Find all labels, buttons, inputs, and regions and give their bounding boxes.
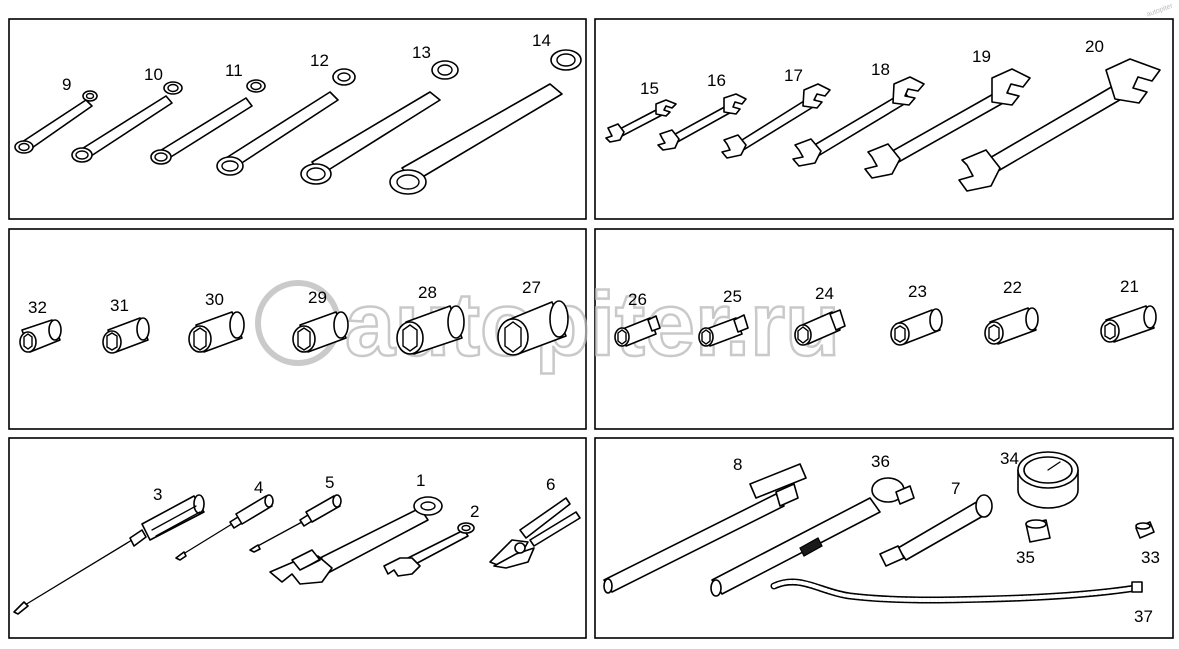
callout-32: 32 — [28, 298, 47, 317]
callout-11: 11 — [225, 61, 243, 80]
ring-wrench-11 — [150, 79, 266, 165]
callout-16: 16 — [707, 71, 726, 90]
socket-22 — [984, 307, 1039, 345]
callout-30: 30 — [205, 290, 224, 309]
callout-34: 34 — [1000, 449, 1019, 468]
open-wrench-17 — [721, 83, 831, 159]
adjustable-wrench-1 — [269, 496, 443, 585]
watermark-corner-text: autopiter — [1146, 2, 1175, 18]
ring-wrench-13 — [300, 60, 459, 185]
screwdriver-4 — [175, 494, 274, 561]
callout-19: 19 — [972, 47, 991, 66]
callout-9: 9 — [62, 75, 71, 94]
callout-8: 8 — [733, 455, 742, 474]
callout-33: 33 — [1141, 548, 1160, 567]
ring-wrench-12 — [216, 68, 356, 176]
callout-20: 20 — [1085, 37, 1104, 56]
callout-36: 36 — [871, 452, 890, 471]
screwdriver-5 — [249, 494, 342, 553]
t-handle-8 — [603, 463, 807, 594]
open-wrench-20 — [958, 58, 1161, 192]
socket-25 — [698, 314, 749, 347]
adapter-35 — [1025, 519, 1051, 543]
socket-21 — [1100, 305, 1157, 343]
hose-37 — [770, 578, 1143, 604]
socket-32 — [19, 319, 62, 353]
socket-24 — [794, 309, 846, 346]
socket-29 — [292, 311, 349, 353]
callout-10: 10 — [144, 65, 163, 84]
extension-bar-7 — [879, 494, 993, 567]
callout-25: 25 — [723, 287, 742, 306]
open-wrench-19 — [864, 68, 1031, 179]
callout-4: 4 — [254, 478, 263, 497]
pressure-gauge-34 — [1017, 451, 1079, 509]
pliers-6 — [489, 497, 581, 569]
callout-6: 6 — [546, 475, 555, 494]
callout-15: 15 — [640, 79, 659, 98]
callout-14: 14 — [532, 31, 551, 50]
callout-31: 31 — [110, 296, 129, 315]
callout-3: 3 — [153, 485, 162, 504]
socket-28 — [396, 305, 465, 355]
socket-23 — [890, 308, 943, 346]
screwdriver-3 — [13, 494, 205, 615]
callout-23: 23 — [908, 282, 927, 301]
panel-hand-tools — [8, 437, 587, 639]
socket-31 — [102, 317, 150, 354]
ratchet-36 — [710, 477, 915, 597]
callout-2: 2 — [470, 502, 479, 521]
open-wrench-15 — [605, 99, 677, 143]
open-wrench-18 — [792, 76, 925, 167]
fitting-33 — [1135, 521, 1155, 539]
adjustable-wrench-2 — [383, 522, 475, 577]
callout-12: 12 — [310, 51, 329, 70]
callout-29: 29 — [308, 288, 327, 307]
callout-22: 22 — [1003, 278, 1022, 297]
callout-5: 5 — [325, 473, 334, 492]
callout-7: 7 — [951, 479, 960, 498]
callout-35: 35 — [1016, 548, 1035, 567]
callout-24: 24 — [815, 284, 834, 303]
callout-21: 21 — [1120, 277, 1139, 296]
callout-27: 27 — [522, 278, 541, 297]
open-wrench-16 — [657, 93, 747, 151]
ring-wrench-10 — [71, 81, 183, 163]
callout-18: 18 — [871, 60, 890, 79]
ring-wrench-14 — [389, 49, 582, 195]
callout-1: 1 — [416, 471, 425, 490]
callout-13: 13 — [412, 43, 431, 62]
socket-26 — [614, 315, 661, 347]
ring-wrench-9 — [14, 90, 98, 154]
socket-27 — [497, 300, 569, 356]
socket-30 — [188, 311, 245, 353]
callout-28: 28 — [418, 283, 437, 302]
callout-26: 26 — [628, 290, 647, 309]
callout-17: 17 — [784, 66, 803, 85]
panel-sockets-right — [594, 228, 1174, 430]
callout-37: 37 — [1134, 607, 1153, 626]
